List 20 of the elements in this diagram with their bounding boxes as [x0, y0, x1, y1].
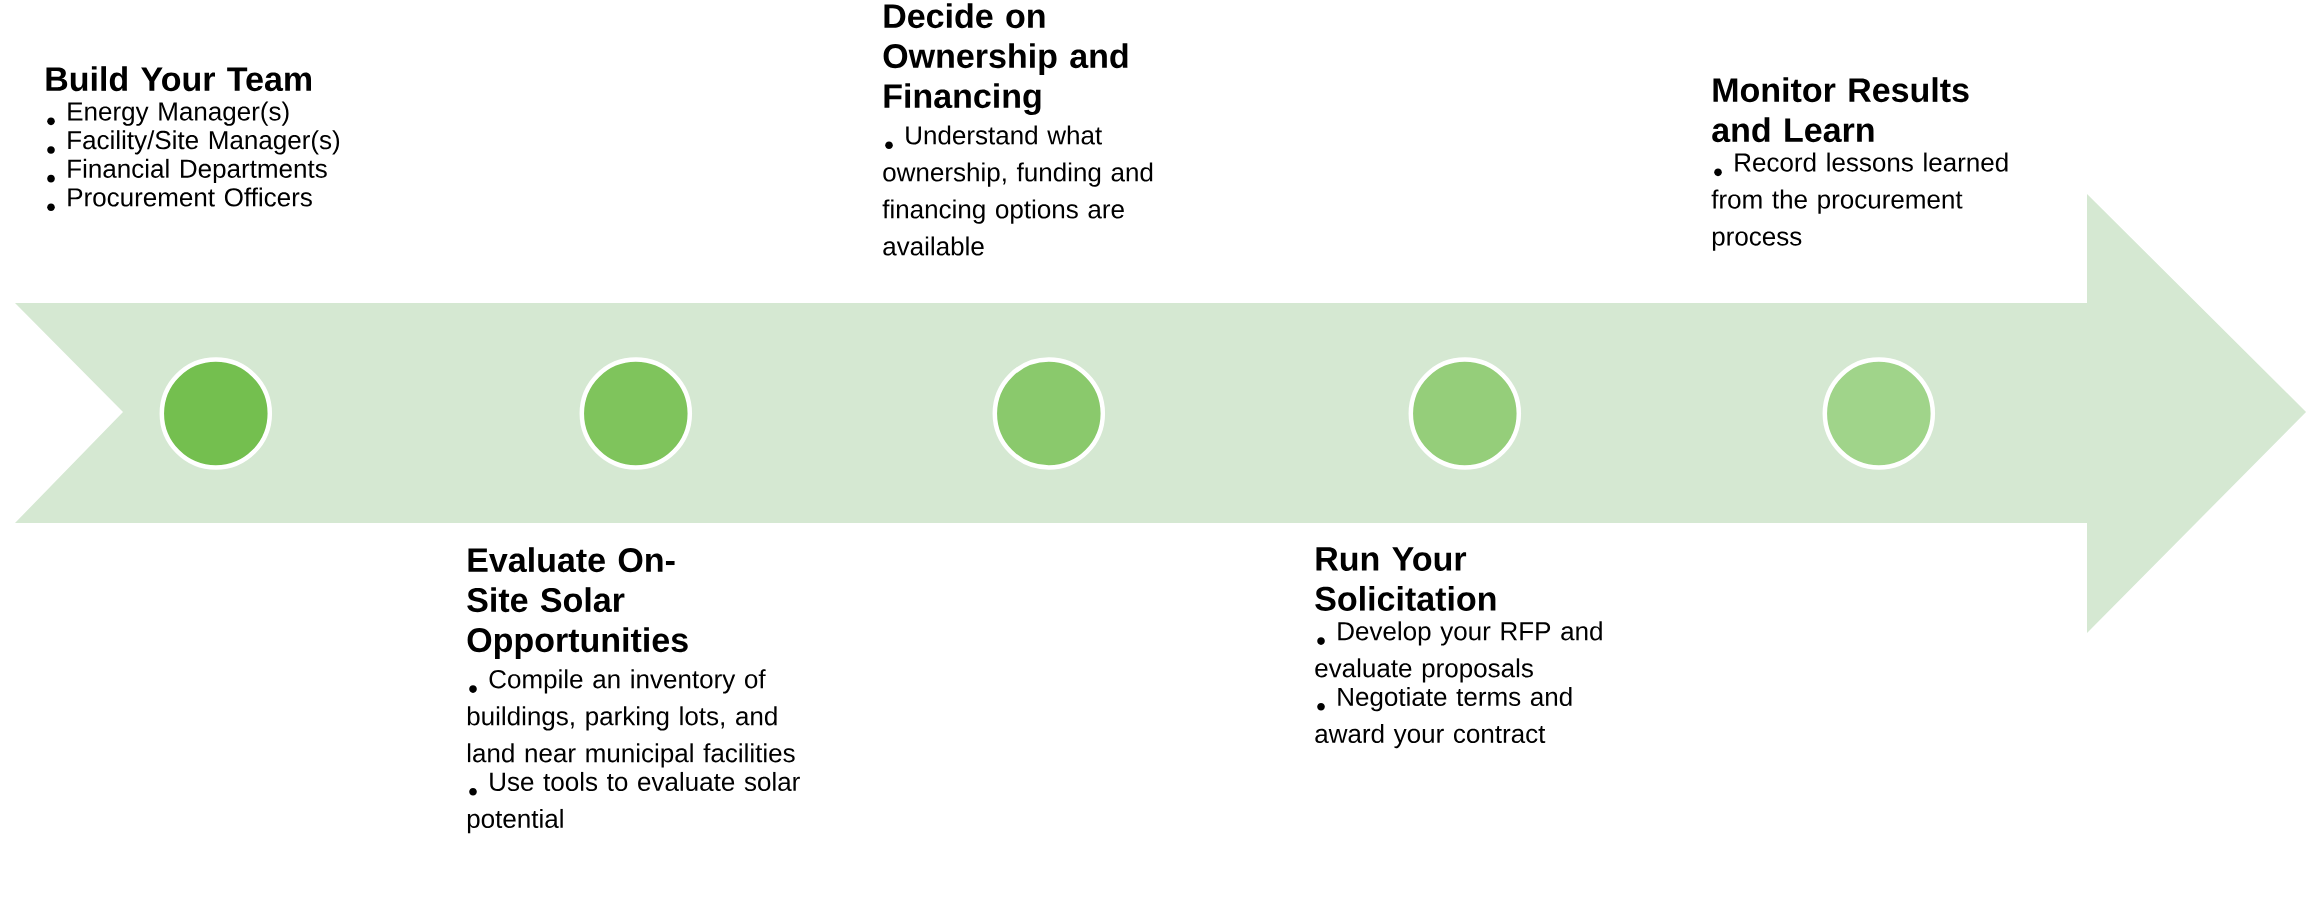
- circle-marker: [1822, 357, 1936, 470]
- step-title: Evaluate On-Site Solar Opportunities: [467, 547, 688, 659]
- step-title: Build Your Team: [46, 66, 311, 92]
- bullet-item: Energy Manager(s): [47, 101, 289, 126]
- bullet-item: Compile an inventory of buildings, parking lots, and land near municipal facilities: [467, 669, 795, 768]
- bullet-item: Understand what ownership, funding and financing options are available: [882, 125, 1153, 256]
- bullet-item: Procurement Officers: [47, 187, 312, 212]
- bullet-item: Facility/Site Manager(s): [47, 130, 340, 155]
- step-title: Run Your Solicitation: [1315, 547, 1496, 611]
- bullet-item: Develop your RFP and evaluate proposals: [1315, 621, 1602, 683]
- bullet-item: Financial Departments: [47, 158, 327, 184]
- circle-marker: [1408, 357, 1522, 470]
- bullet-item: Use tools to evaluate solar potential: [467, 771, 800, 834]
- circle-marker: [579, 357, 693, 470]
- bullet-item: Record lessons learned from the procurement process: [1711, 152, 2008, 251]
- step-title: Monitor Results and Learn: [1712, 77, 1969, 143]
- step-title: Decide on Ownership and Financing: [883, 3, 1128, 116]
- circle-marker: [992, 357, 1106, 470]
- bullet-item: Negotiate terms and award your contract: [1315, 686, 1572, 749]
- circle-marker: [159, 357, 273, 470]
